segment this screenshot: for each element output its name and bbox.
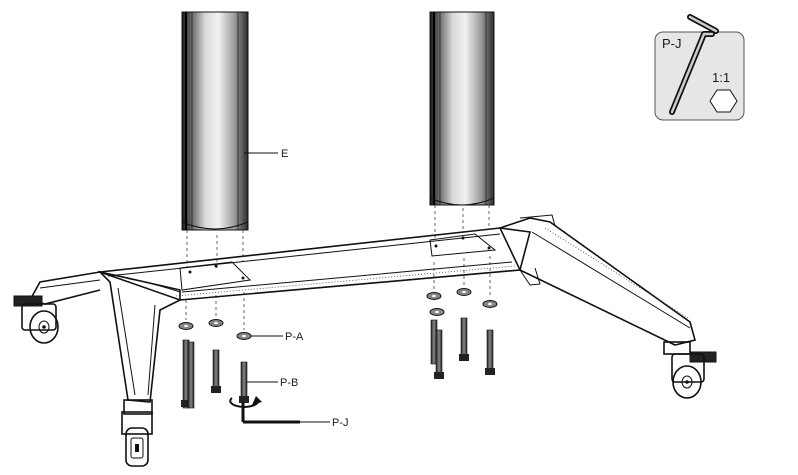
caster-left-back: [13, 295, 59, 344]
label-pa-text: P-A: [285, 331, 304, 343]
inset-hex-key-icon: [669, 14, 719, 115]
caster-wheel-icon: [13, 295, 717, 467]
washer-group: [178, 288, 498, 340]
column-right: [429, 11, 495, 206]
bolt-group: [181, 317, 495, 409]
rotate-arrow-icon: [229, 396, 262, 408]
label-bolt: P-B: [247, 377, 298, 389]
label-washer: P-A: [251, 331, 304, 343]
label-column-e: E: [244, 148, 288, 160]
caster-right: [663, 341, 717, 399]
inset-scale-label: 1:1: [712, 70, 730, 85]
column-left: [181, 11, 249, 231]
label-wrench: P-J: [300, 417, 349, 429]
label-e-text: E: [281, 148, 288, 160]
base-frame: [28, 214, 696, 403]
hex-key-icon: [241, 402, 300, 424]
hexagon-icon: [709, 89, 738, 113]
inset-tool-label: P-J: [662, 36, 682, 51]
caster-front: [121, 399, 153, 467]
label-pb-text: P-B: [280, 377, 298, 389]
label-pj-text: P-J: [332, 417, 349, 429]
tool-inset: P-J 1:1: [654, 14, 745, 121]
